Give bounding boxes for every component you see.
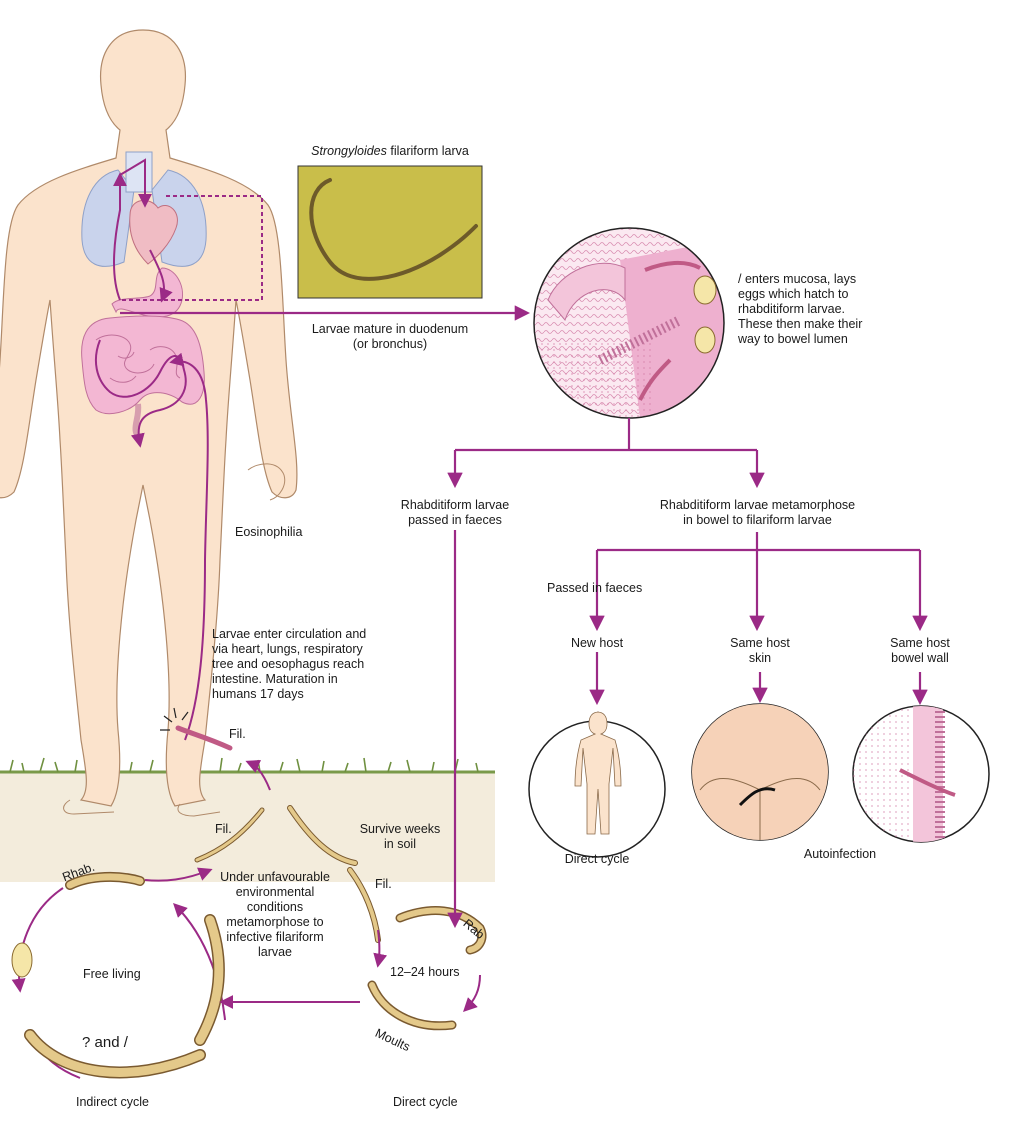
direct-cycle-arrows <box>219 759 481 1012</box>
larva-entering-skin <box>160 707 233 751</box>
bowel-wall-circle <box>852 705 990 843</box>
label-circulation-line4: intestine. Maturation in <box>212 672 338 686</box>
label-12-24-hours: 12–24 hours <box>390 965 460 979</box>
label-indirect-cycle: Indirect cycle <box>76 1095 149 1109</box>
photo-caption: Strongyloides filariform larva <box>298 144 482 159</box>
label-unfavourable-line3: conditions <box>246 900 304 914</box>
label-unfavourable-line4: metamorphose to <box>226 915 324 929</box>
label-new-host: New host <box>570 636 624 650</box>
label-eosinophilia: Eosinophilia <box>235 525 303 539</box>
label-rhabditiform-passed: Rhabditiform larvae passed in faeces <box>380 498 530 528</box>
label-enters-mucosa: / enters mucosa, lays eggs which hatch t… <box>738 272 862 347</box>
larva-photo <box>297 165 483 299</box>
label-larvae-mature-line1: Larvae mature in duodenum <box>311 322 469 336</box>
label-mucosa-line3: rhabditiform larvae. <box>738 302 845 316</box>
label-larvae-enter-circulation: Larvae enter circulation and via heart, … <box>212 627 366 702</box>
soil-ground <box>0 757 495 882</box>
label-survive-weeks: Survive weeks in soil <box>345 822 455 852</box>
label-same-host-skin-line2: skin <box>748 651 772 665</box>
photo-caption-species: Strongyloides <box>311 144 387 158</box>
label-unfavourable-line6: larvae <box>257 945 293 959</box>
label-unfavourable-conditions: Under unfavourable environmental conditi… <box>205 870 345 960</box>
body-migration-path <box>94 158 263 741</box>
label-survive-line2: in soil <box>384 837 416 851</box>
label-unfavourable-line5: infective filariform <box>226 930 324 944</box>
label-metamorphose-in-bowel: Rhabditiform larvae metamorphose in bowe… <box>640 498 875 528</box>
label-fil-left: Fil. <box>215 822 232 836</box>
label-unfavourable-line2: environmental <box>235 885 315 899</box>
label-passed-in-faeces: Passed in faeces <box>547 581 643 595</box>
label-free-living: Free living <box>83 967 141 981</box>
label-same-host-bowel-line2: bowel wall <box>891 651 949 665</box>
label-mucosa-line4: These then make their <box>738 317 863 331</box>
label-male-female: ? and / <box>82 1034 128 1051</box>
label-circulation-line3: tree and oesophagus reach <box>212 657 365 671</box>
direct-cycle-circle <box>528 711 666 858</box>
label-metamorphose-line1: Rhabditiform larvae metamorphose <box>659 498 856 512</box>
photo-caption-rest: filariform larva <box>386 144 469 158</box>
label-rhab-passed-line2: passed in faeces <box>408 513 502 527</box>
direct-cycle-worms <box>194 805 487 1031</box>
label-rhab-passed-line1: Rhabditiform larvae <box>400 498 510 512</box>
label-mucosa-line2: eggs which hatch to <box>738 287 849 301</box>
label-survive-line1: Survive weeks <box>359 822 441 836</box>
label-circulation-line2: via heart, lungs, respiratory <box>212 642 363 656</box>
label-larvae-mature: Larvae mature in duodenum (or bronchus) <box>280 322 500 352</box>
label-direct-cycle-top: Direct cycle <box>564 852 630 866</box>
label-same-host-skin: Same host skin <box>705 636 815 666</box>
gut <box>81 267 205 442</box>
label-fil-right: Fil. <box>375 877 392 891</box>
label-same-host-bowel-line1: Same host <box>890 636 950 650</box>
label-mucosa-line1: / enters mucosa, lays <box>738 272 857 286</box>
label-larvae-mature-line2: (or bronchus) <box>352 337 428 351</box>
label-same-host-skin-line1: Same host <box>730 636 790 650</box>
label-same-host-bowel: Same host bowel wall <box>865 636 975 666</box>
label-fil-skin: Fil. <box>229 727 246 741</box>
human-body-figure <box>0 29 298 817</box>
label-mucosa-line5: way to bowel lumen <box>738 332 848 346</box>
label-unfavourable-line1: Under unfavourable <box>220 870 330 884</box>
label-circulation-line1: Larvae enter circulation and <box>212 627 367 641</box>
flow-arrows <box>120 305 928 929</box>
label-autoinfection: Autoinfection <box>803 847 877 861</box>
label-metamorphose-line2: in bowel to filariform larvae <box>683 513 832 527</box>
label-circulation-line5: humans 17 days <box>212 687 304 701</box>
free-living-worms <box>11 871 225 1079</box>
mucosa-magnified-circle <box>533 227 725 419</box>
skin-autoinfection-circle <box>691 703 829 841</box>
label-direct-cycle-bottom: Direct cycle <box>393 1095 458 1109</box>
